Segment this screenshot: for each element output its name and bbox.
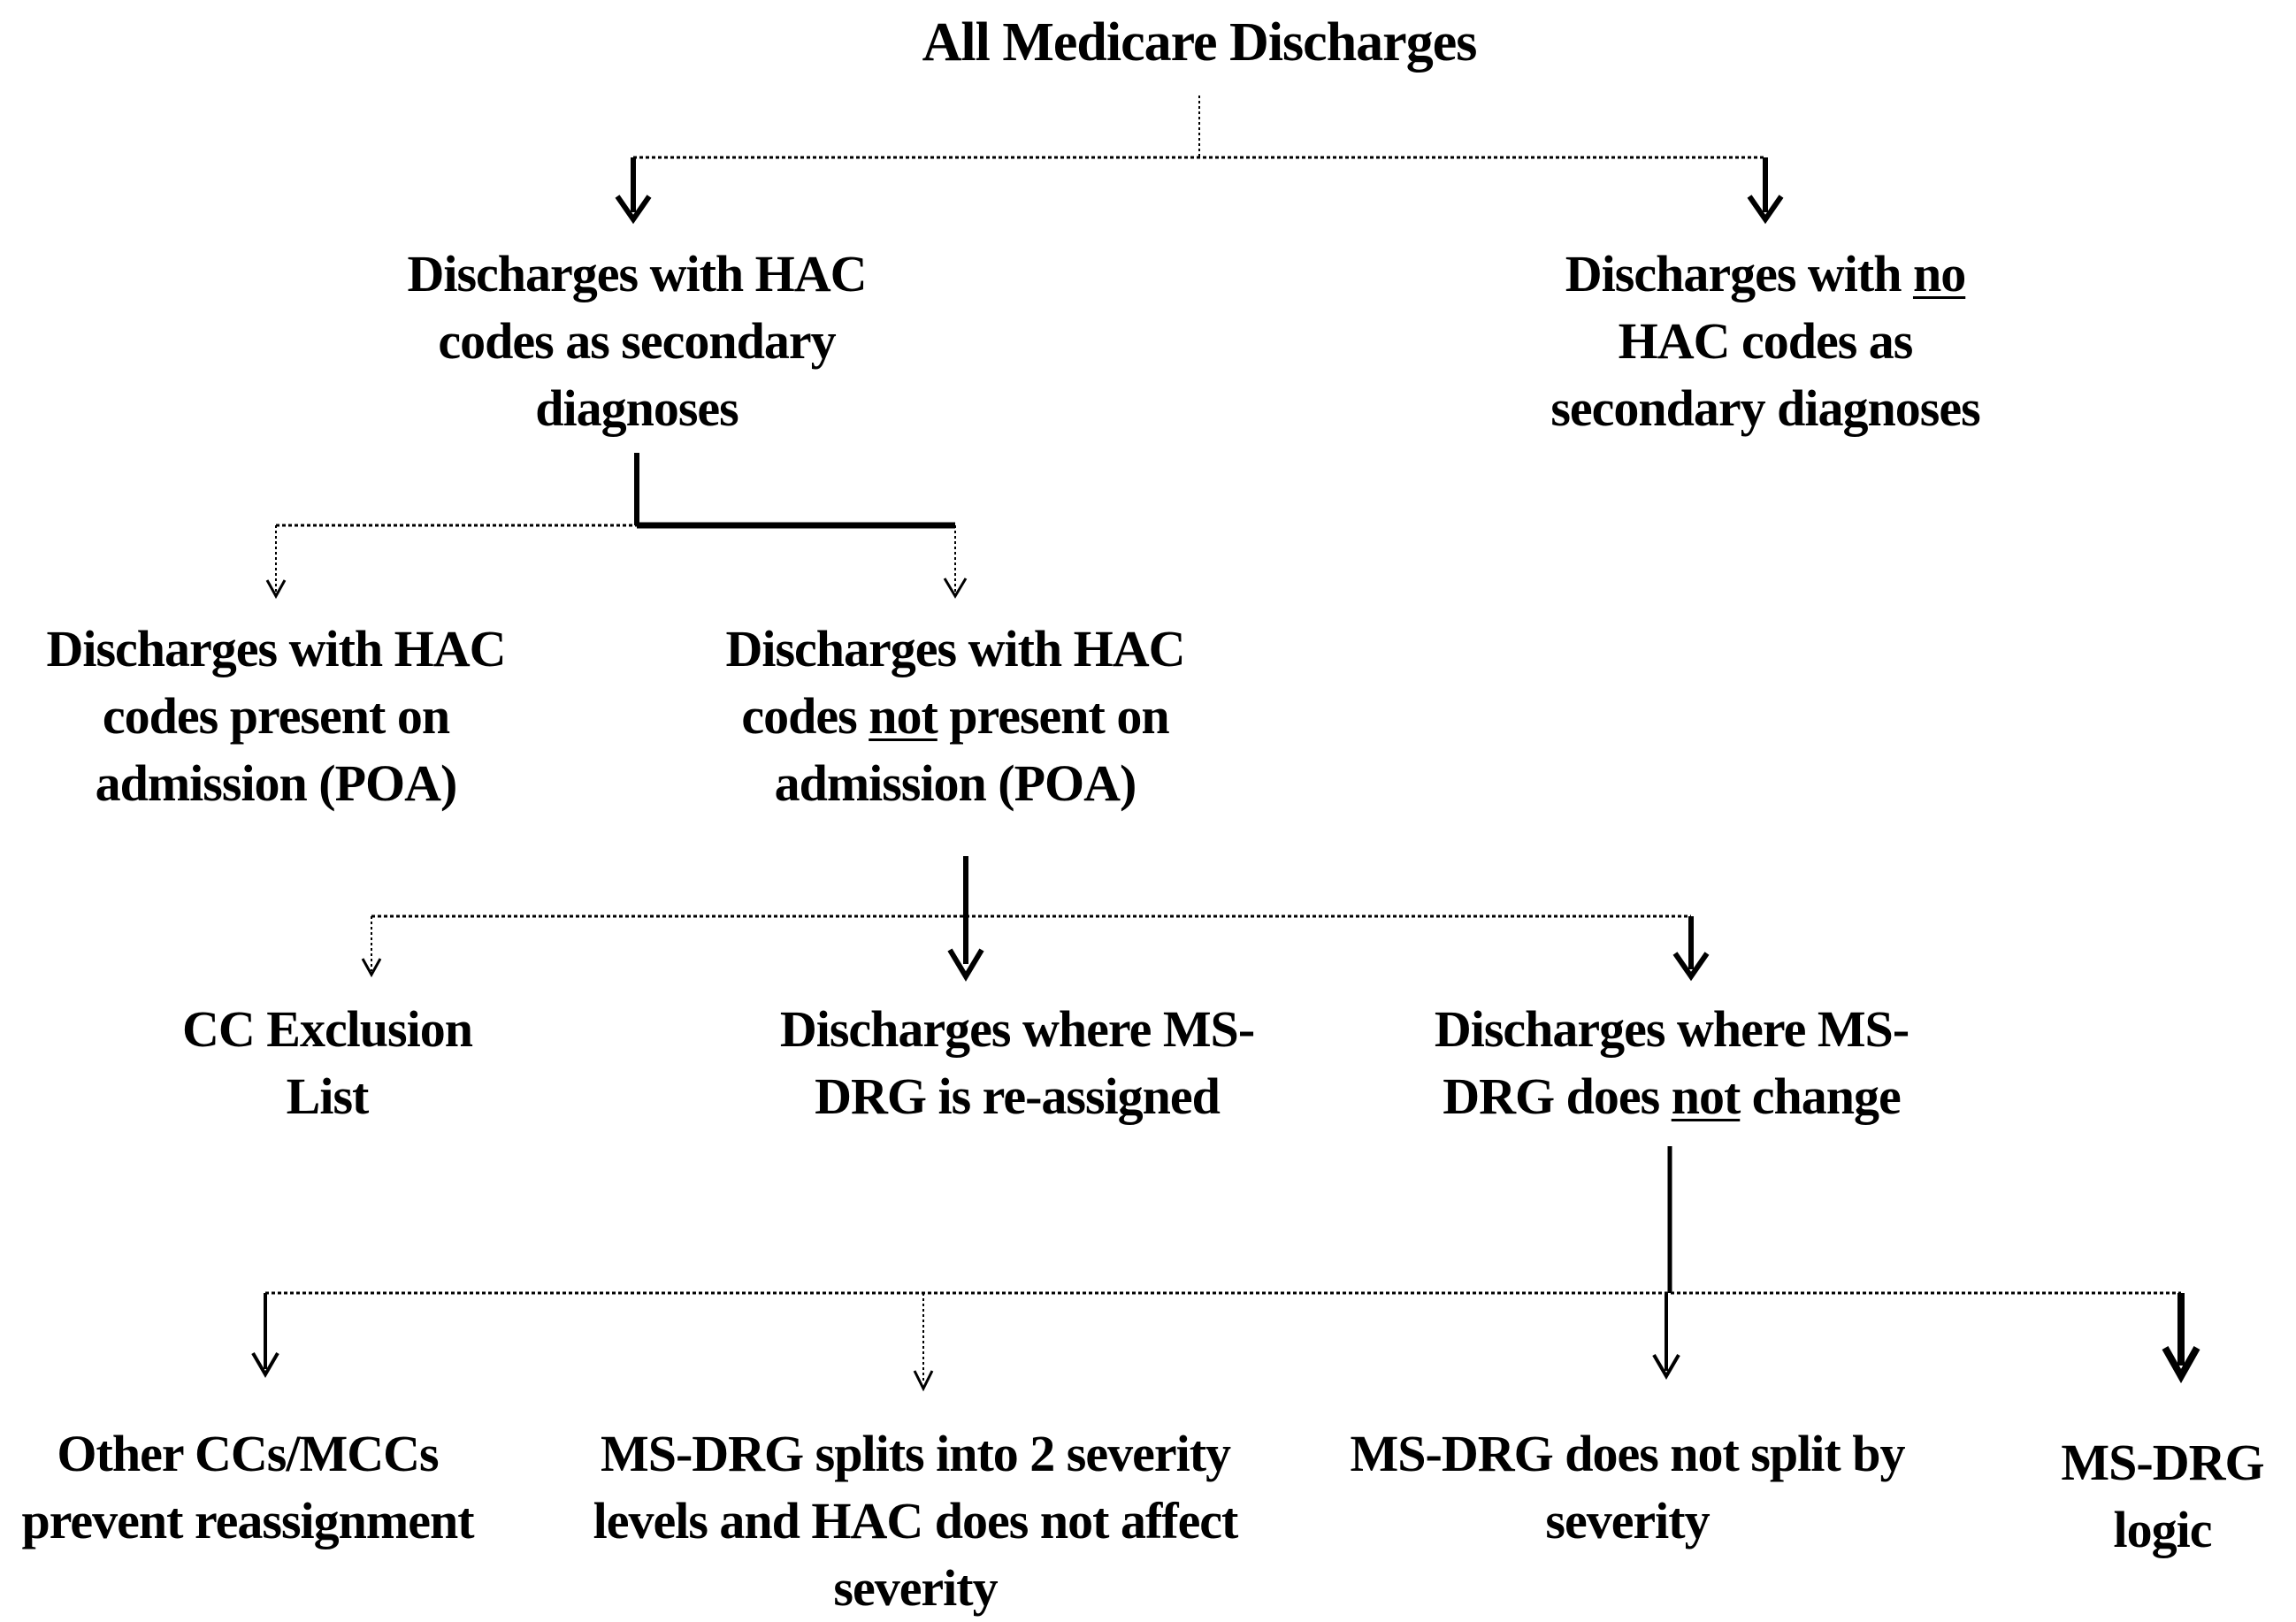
node-line: admission (POA) xyxy=(95,754,458,812)
node-line: secondary diagnoses xyxy=(1550,379,1980,437)
node-line: logic xyxy=(2113,1501,2213,1558)
node-line: severity xyxy=(1545,1492,1710,1549)
node-line: diagnoses xyxy=(535,379,739,437)
node-line: severity xyxy=(833,1559,998,1617)
node-drg-splits-2: MS-DRG splits into 2 severity levels and … xyxy=(531,1420,1300,1622)
node-no-hac-secondary: Discharges with no HAC codes as secondary … xyxy=(1403,241,2128,442)
node-line: Discharges where MS- xyxy=(779,1000,1255,1058)
node-hac-not-poa: Discharges with HAC codes not present on a… xyxy=(619,616,1291,817)
node-line: levels and HAC does not affect xyxy=(593,1492,1239,1549)
node-line: Other CCs/MCCs xyxy=(57,1425,439,1482)
emphasis-underline: not xyxy=(869,687,938,745)
node-line: Discharges with HAC xyxy=(407,245,867,302)
node-drg-no-change: Discharges where MS- DRG does not change xyxy=(1362,996,1981,1130)
node-line: DRG does not change xyxy=(1443,1067,1902,1125)
emphasis-underline: not xyxy=(1671,1067,1741,1125)
node-drg-logic: MS-DRG logic xyxy=(2034,1429,2291,1564)
node-line: CC Exclusion xyxy=(181,1000,473,1058)
node-all-medicare-discharges: All Medicare Discharges xyxy=(757,9,1642,76)
node-line: List xyxy=(286,1067,370,1125)
node-line: DRG is re-assigned xyxy=(815,1067,1221,1125)
node-line: HAC codes as xyxy=(1618,312,1914,370)
node-line: Discharges with no xyxy=(1565,245,1966,302)
emphasis-underline: no xyxy=(1912,245,1966,302)
node-line: MS-DRG splits into 2 severity xyxy=(600,1425,1231,1482)
node-line: Discharges with HAC xyxy=(725,620,1185,677)
node-hac-secondary: Discharges with HAC codes as secondary dia… xyxy=(283,241,991,442)
node-line: codes not present on xyxy=(741,687,1169,745)
node-line: MS-DRG does not split by xyxy=(1350,1425,1906,1482)
node-other-ccs: Other CCs/MCCs prevent reassignment xyxy=(0,1420,495,1555)
node-hac-poa: Discharges with HAC codes present on admis… xyxy=(0,616,552,817)
node-drg-no-split: MS-DRG does not split by severity xyxy=(1291,1420,1963,1555)
node-line: Discharges where MS- xyxy=(1434,1000,1910,1058)
node-line: codes present on xyxy=(102,687,450,745)
node-line: All Medicare Discharges xyxy=(922,12,1478,73)
node-line: admission (POA) xyxy=(774,754,1137,812)
node-line: codes as secondary xyxy=(438,312,836,370)
node-line: MS-DRG xyxy=(2061,1434,2264,1491)
node-drg-reassigned: Discharges where MS- DRG is re-assigned xyxy=(708,996,1327,1130)
node-line: prevent reassignment xyxy=(21,1492,474,1549)
node-line: Discharges with HAC xyxy=(46,620,506,677)
